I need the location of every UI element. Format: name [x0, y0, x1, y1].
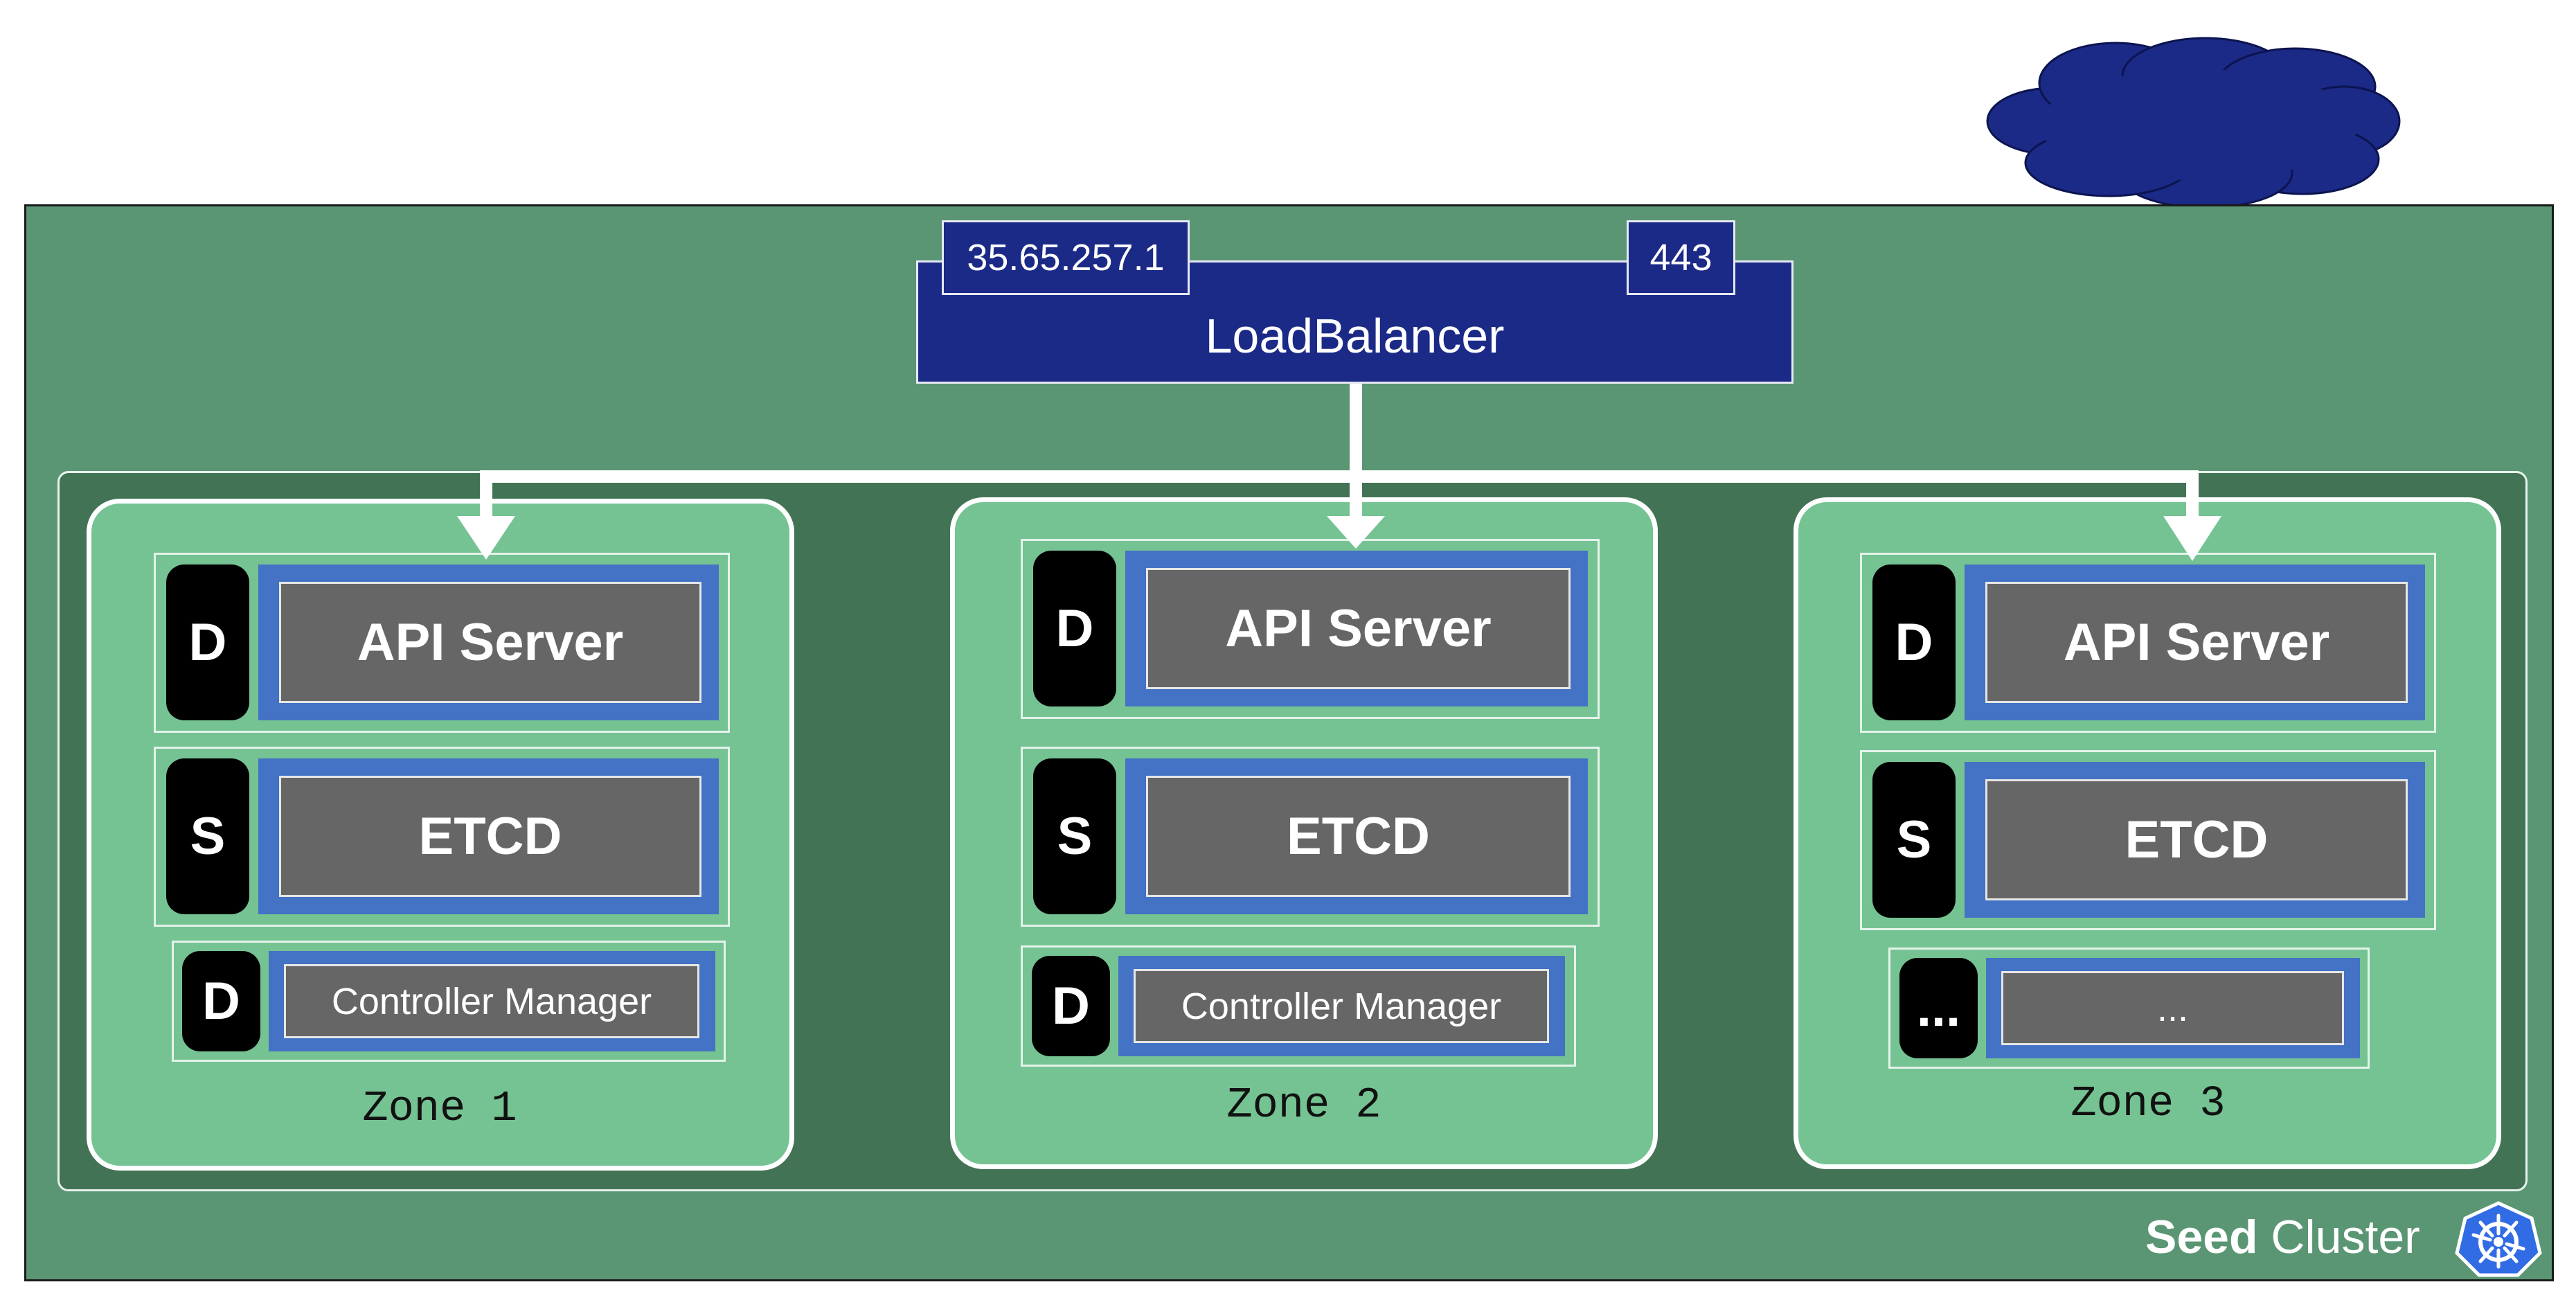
zone-1-controller-manager: Controller Manager [284, 964, 699, 1038]
zone-1-api-server-row [154, 553, 730, 733]
zone-1-api-server-badge: D [166, 564, 249, 720]
kubernetes-logo-icon [2455, 1201, 2542, 1277]
zone-1-api-server: API Server [279, 582, 701, 703]
zone-1-etcd: ETCD [279, 776, 701, 897]
zone-3-ellipsis-row [1888, 948, 2370, 1069]
connector-lines [480, 384, 2199, 518]
zone-2-controller-manager-badge: D [1032, 956, 1110, 1056]
zone-1-controller-manager-row [172, 941, 726, 1062]
zone-2-api-server-row [1021, 539, 1600, 719]
zone-1-controller-manager-badge: D [182, 951, 260, 1051]
zone-3-ellipsis: ... [2001, 971, 2344, 1045]
load-balancer-port: 443 [1627, 220, 1735, 295]
zone-2-controller-manager: Controller Manager [1134, 969, 1549, 1043]
zone-2-api-server-badge: D [1033, 551, 1116, 706]
arrowhead-zone-1 [457, 516, 515, 560]
zone-3-etcd-row [1860, 750, 2436, 930]
zone-1-label: Zone 1 [362, 1084, 517, 1133]
zone-2-label: Zone 2 [1226, 1081, 1381, 1130]
zone-2-etcd-badge: S [1033, 758, 1116, 914]
cloud-icon [1986, 37, 2401, 209]
zone-3-api-server: API Server [1985, 582, 2408, 703]
zone-3-label: Zone 3 [2070, 1079, 2226, 1128]
arrowhead-zone-2 [1327, 516, 1385, 549]
load-balancer-label: LoadBalancer [1205, 309, 1505, 363]
load-balancer-ip: 35.65.257.1 [942, 220, 1190, 295]
zone-2-controller-manager-row [1021, 945, 1576, 1067]
zone-3-api-server-badge: D [1872, 564, 1956, 720]
zone-2-api-server: API Server [1146, 568, 1571, 689]
arrowhead-zone-3 [2163, 516, 2221, 561]
zone-3-ellipsis-badge: ... [1899, 958, 1978, 1058]
zone-1-etcd-badge: S [166, 758, 249, 914]
zone-1-etcd-row [154, 747, 730, 927]
seed-cluster-label-rest: Cluster [2257, 1211, 2420, 1263]
seed-cluster-label: Seed Cluster [2145, 1210, 2450, 1265]
zone-3-etcd-badge: S [1872, 762, 1956, 918]
zone-2-etcd-row [1021, 747, 1600, 927]
zone-3-etcd: ETCD [1985, 779, 2408, 900]
zone-3-api-server-row [1860, 553, 2436, 733]
seed-cluster-label-bold: Seed [2145, 1211, 2258, 1263]
zone-2-etcd: ETCD [1146, 776, 1571, 897]
